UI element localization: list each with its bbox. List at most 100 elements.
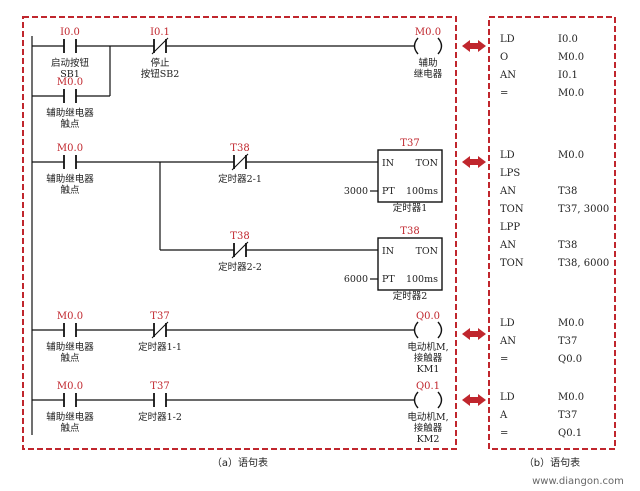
contact-address: I0.1 (150, 27, 170, 38)
stl-operand: M0.0 (558, 88, 584, 99)
contact-label: 定时器1-2 (138, 411, 182, 423)
contact-label: 定时器1-1 (138, 341, 182, 353)
contact-address: T37 (150, 381, 169, 392)
timer-box (377, 237, 443, 291)
coil-address: M0.0 (415, 27, 441, 38)
stl-operand: M0.0 (558, 52, 584, 63)
contact-label: 辅助继电器 (46, 107, 94, 119)
caption-right: （b）语句表 (524, 456, 580, 469)
timer-in-label: IN (382, 246, 394, 257)
timer-address: T38 (400, 226, 419, 237)
coil-label: 电动机M, (407, 341, 448, 353)
contact-label: 触点 (60, 352, 80, 364)
double-arrow-icon (462, 156, 486, 168)
timer-in-label: IN (382, 158, 394, 169)
contact-label: 辅助继电器 (46, 341, 94, 353)
stl-operand: T37 (558, 410, 577, 421)
contact-slash (151, 37, 169, 55)
coil-right-arc (437, 37, 443, 55)
contact-label: 触点 (60, 422, 80, 434)
stl-op: TON (500, 204, 524, 215)
coil-label: 继电器 (414, 68, 443, 80)
timer-pt-label: PT (382, 186, 395, 197)
stl-operand: T38 (558, 186, 577, 197)
timer-preset: 3000 (344, 186, 368, 197)
contact-label: 定时器2-2 (218, 261, 262, 273)
contact-address: T38 (230, 231, 249, 242)
stl-op: AN (499, 336, 516, 347)
contact-slash (231, 153, 249, 171)
contact-address: T37 (150, 311, 169, 322)
stl-op: A (499, 410, 508, 421)
stl-operand: M0.0 (558, 318, 584, 329)
stl-op: LPP (500, 222, 520, 233)
contact-slash (151, 321, 169, 339)
statement-frame (488, 16, 616, 450)
stl-operand: I0.0 (558, 34, 578, 45)
timer-ton-label: TON (416, 158, 438, 169)
caption-left: （a）语句表 (212, 456, 268, 469)
stl-op: LD (500, 150, 515, 161)
timer-name: 定时器1 (393, 202, 428, 214)
ladder-frame (22, 16, 457, 450)
stl-operand: Q0.0 (558, 354, 582, 365)
timer-pt-label: PT (382, 274, 395, 285)
contact-label: 触点 (60, 118, 80, 130)
contact-label: 按钮SB2 (141, 68, 180, 80)
stl-operand: Q0.1 (558, 428, 582, 439)
stl-operand: T38 (558, 240, 577, 251)
contact-address: T38 (230, 143, 249, 154)
timer-box (377, 149, 443, 203)
contact-label: SB1 (60, 69, 80, 80)
ladder-rungs: I0.0启动按钮SB1I0.1停止按钮SB2M0.0辅助继电器M0.0辅助继电器… (32, 27, 449, 445)
coil-address: Q0.1 (416, 381, 440, 392)
stl-op: LD (500, 318, 515, 329)
coil-label: 电动机M, (407, 411, 448, 423)
coil-label: 辅助 (418, 57, 437, 69)
stl-op: LPS (500, 168, 520, 179)
stl-operand: M0.0 (558, 392, 584, 403)
contact-label: 停止 (150, 57, 170, 69)
link-arrows (462, 40, 486, 406)
contact-address: M0.0 (57, 381, 83, 392)
stl-op: = (500, 88, 508, 99)
contact-label: 辅助继电器 (46, 411, 94, 423)
coil-address: Q0.0 (416, 311, 440, 322)
watermark: www.diangon.com (532, 476, 624, 487)
stl-operand: T37, 3000 (558, 204, 609, 215)
stl-operand: I0.1 (558, 70, 578, 81)
stl-op: LD (500, 34, 515, 45)
contact-label: 辅助继电器 (46, 173, 94, 185)
coil-left-arc (413, 37, 419, 55)
contact-address: M0.0 (57, 143, 83, 154)
coil-right-arc (437, 391, 443, 409)
coil-left-arc (413, 391, 419, 409)
timer-ton-label: TON (416, 246, 438, 257)
stl-op: LD (500, 392, 515, 403)
stl-op: TON (500, 258, 524, 269)
timer-name: 定时器2 (393, 290, 428, 302)
contact-slash (231, 241, 249, 259)
stl-op: AN (499, 70, 516, 81)
coil-label: 接触器 (414, 352, 443, 364)
stl-op: = (500, 354, 508, 365)
contact-address: I0.0 (60, 27, 80, 38)
timer-preset: 6000 (344, 274, 368, 285)
stl-operand: T37 (558, 336, 577, 347)
coil-label: KM2 (417, 434, 440, 445)
stl-operand: T38, 6000 (558, 258, 609, 269)
stl-op: AN (499, 240, 516, 251)
stl-op: = (500, 428, 508, 439)
coil-label: KM1 (417, 364, 440, 375)
stl-operand: M0.0 (558, 150, 584, 161)
timer-address: T37 (400, 138, 419, 149)
contact-label: 启动按钮 (51, 57, 90, 69)
coil-label: 接触器 (414, 422, 443, 434)
timer-base-label: 100ms (406, 186, 438, 197)
contact-address: M0.0 (57, 77, 83, 88)
stl-op: O (500, 52, 508, 63)
double-arrow-icon (462, 40, 486, 52)
contact-label: 触点 (60, 184, 80, 196)
